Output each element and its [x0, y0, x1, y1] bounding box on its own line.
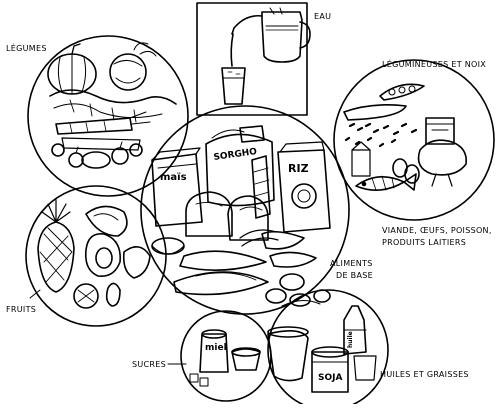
legumes-meat-circle — [333, 59, 495, 221]
sorgho-package-text: SORGHO — [213, 147, 258, 163]
vegetables-icon — [47, 42, 177, 169]
huile-package-text: huile — [347, 331, 354, 348]
water-panel — [196, 2, 311, 116]
sugars-circle — [180, 310, 272, 402]
water-pitcher-icon — [231, 7, 311, 63]
label-viande: VIANDE, ŒUFS, POISSON, — [382, 226, 492, 235]
sugars-group — [180, 310, 272, 402]
label-legumineuses: LÉGUMINEUSES ET NOIX — [382, 60, 487, 69]
sugars-icon — [189, 329, 261, 387]
fruits-circle — [25, 185, 167, 327]
fruits-icon — [37, 199, 151, 309]
staples-icon — [151, 125, 331, 304]
riz-package-text: RIZ — [288, 162, 309, 175]
label-fruits: FRUITS — [6, 305, 37, 314]
legumes-meat-icon — [343, 83, 468, 191]
label-eau: EAU — [314, 12, 332, 21]
label-huiles-graisses: HUILES ET GRAISSES — [380, 370, 469, 379]
oils-group — [267, 289, 389, 408]
mais-package-text: maïs — [160, 172, 187, 183]
water-stream-icon — [230, 33, 234, 67]
staples-circle — [140, 105, 350, 315]
fruits-leader — [29, 289, 41, 299]
oils-icon — [267, 289, 377, 393]
oils-circle — [267, 289, 389, 408]
fruits-group — [25, 185, 167, 327]
vegetables-group — [27, 35, 189, 197]
vegetables-circle — [27, 35, 189, 197]
label-sucres: SUCRES — [132, 360, 167, 369]
label-legumes: LÉGUMES — [6, 44, 47, 53]
label-aliments: ALIMENTS — [330, 259, 373, 268]
staples-group — [140, 105, 350, 315]
water-glass-icon — [221, 67, 246, 105]
legumes-meat-group — [333, 59, 495, 221]
label-produits-laitiers: PRODUITS LAITIERS — [382, 238, 467, 247]
soja-package-text: SOJA — [318, 373, 342, 383]
label-de-base: DE BASE — [336, 271, 373, 280]
miel-package-text: miel — [205, 343, 227, 353]
